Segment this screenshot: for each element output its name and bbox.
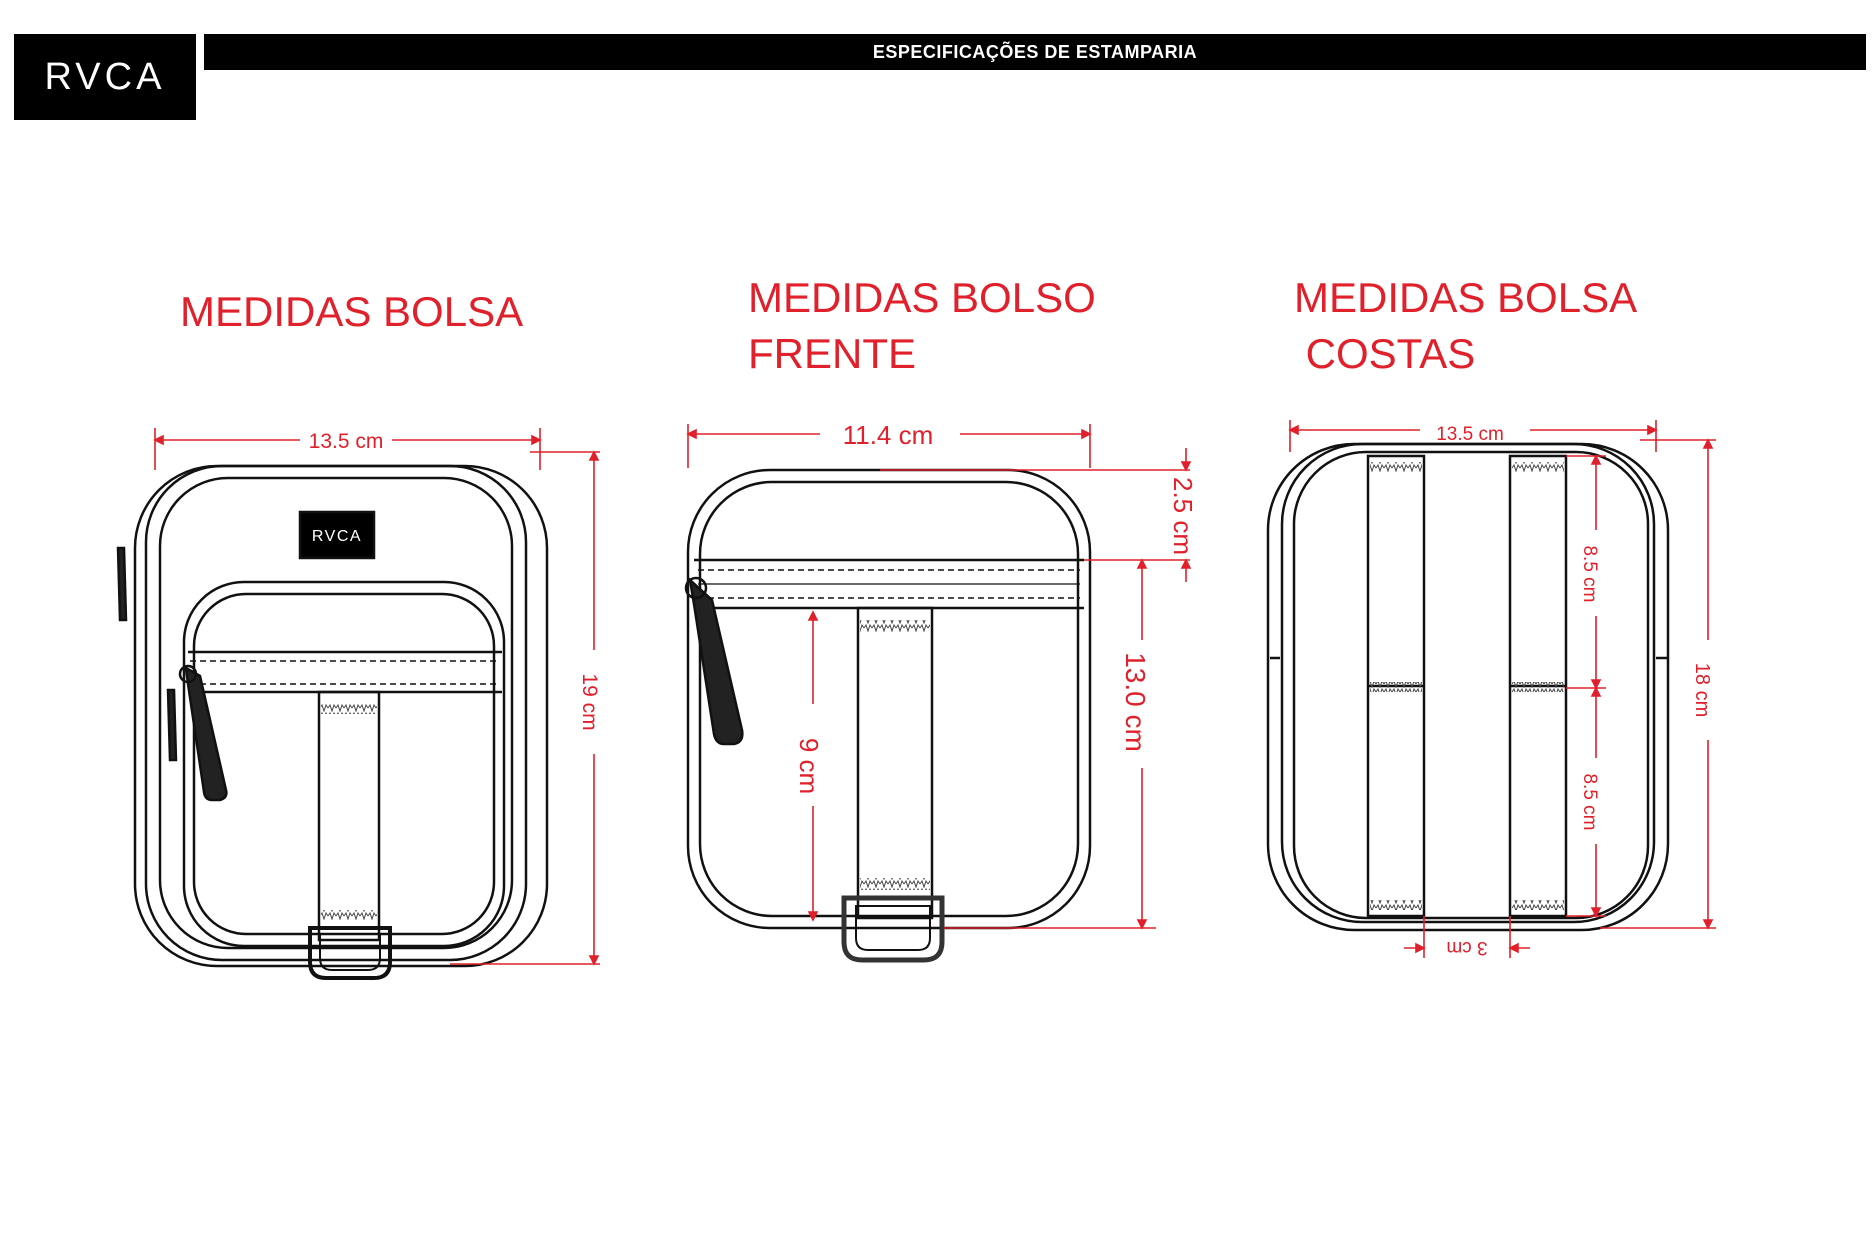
front-pocket-dimensions <box>686 424 1192 930</box>
front-pocket-drawing <box>684 468 1092 963</box>
section-title-line: MEDIDAS BOLSO <box>748 274 1096 321</box>
section-title-line: COSTAS <box>1294 330 1476 377</box>
dimension-strap-label: 9 cm <box>794 738 824 794</box>
dimension-width-label: 11.4 cm <box>843 420 934 450</box>
side-zipper-pull-icon <box>166 688 178 762</box>
strap-bartack <box>1512 462 1564 472</box>
strap-bartack <box>1370 462 1422 472</box>
strap-bartack <box>860 620 930 632</box>
bag-back-dimensions <box>1288 420 1716 958</box>
strap-bartack <box>1512 900 1564 910</box>
bag-back-drawing <box>1266 442 1670 932</box>
front-pocket-inner <box>192 592 496 936</box>
strap-bartack <box>860 878 930 890</box>
strap-bartack <box>1370 900 1422 910</box>
section-title-bolsa: MEDIDAS BOLSA <box>180 284 523 340</box>
bag-front-drawing <box>116 464 549 980</box>
d-ring <box>308 926 392 980</box>
webbing-strap <box>856 606 934 920</box>
zipper-pull-icon <box>688 576 744 746</box>
dimension-width-label: 13.5 cm <box>1436 424 1504 445</box>
rvca-logo-text: RVCA <box>45 57 166 97</box>
bag-dimensions <box>153 428 600 966</box>
section-title-bolsa-costas: MEDIDAS BOLSA COSTAS <box>1294 270 1637 382</box>
front-pocket-outline <box>182 580 506 948</box>
d-ring-inner <box>319 933 381 971</box>
dimension-height-label: 13.0 cm <box>1120 652 1151 752</box>
dimension-width-label: 13.5 cm <box>309 430 384 453</box>
zipper-pull-icon <box>184 665 228 802</box>
rvca-logo-mark: RVCA <box>45 57 166 97</box>
dimension-height-label: 19 cm <box>578 673 601 730</box>
d-ring <box>841 895 945 963</box>
webbing-strap <box>317 690 381 942</box>
patch-logo-text: RVCA <box>312 528 362 545</box>
bag-back-mid-outline <box>1280 442 1656 924</box>
page-title: ESPECIFICAÇÕES DE ESTAMPARIA <box>872 41 1198 62</box>
strap-bartack <box>1512 682 1564 692</box>
bag-body-outline <box>144 464 528 962</box>
dimension-zipper-band-label: 2.5 cm <box>1168 477 1198 555</box>
pocket-inner-outline <box>698 480 1080 918</box>
side-zipper-pull-icon <box>116 546 128 622</box>
rvca-logo: RVCA <box>14 34 196 120</box>
section-title-line: FRENTE <box>748 330 916 377</box>
d-ring-inner <box>855 905 931 951</box>
dimension-gap-label: 3 cm <box>1446 937 1487 958</box>
zipper-slider <box>178 664 198 684</box>
strap-bartack <box>321 910 377 920</box>
strap-bartack <box>321 704 377 714</box>
header-bar: ESPECIFICAÇÕES DE ESTAMPARIA <box>204 34 1866 70</box>
dimension-strap-lower-label: 8.5 cm <box>1579 773 1600 830</box>
dimension-strap-upper-label: 8.5 cm <box>1579 545 1600 602</box>
bag-back-inner-outline <box>1292 450 1650 920</box>
rvca-patch <box>298 510 376 560</box>
dimension-height-label: 18 cm <box>1691 663 1713 717</box>
bag-back-outline <box>1266 442 1670 932</box>
section-title-bolso-frente: MEDIDAS BOLSO FRENTE <box>748 270 1096 382</box>
zipper-slider <box>684 576 708 600</box>
bag-body-inner-outline <box>158 476 514 950</box>
section-title-line: MEDIDAS BOLSA <box>180 288 524 335</box>
pocket-outline <box>686 468 1092 930</box>
section-title-line: MEDIDAS BOLSA <box>1294 274 1638 321</box>
strap-bartack <box>1370 682 1422 692</box>
